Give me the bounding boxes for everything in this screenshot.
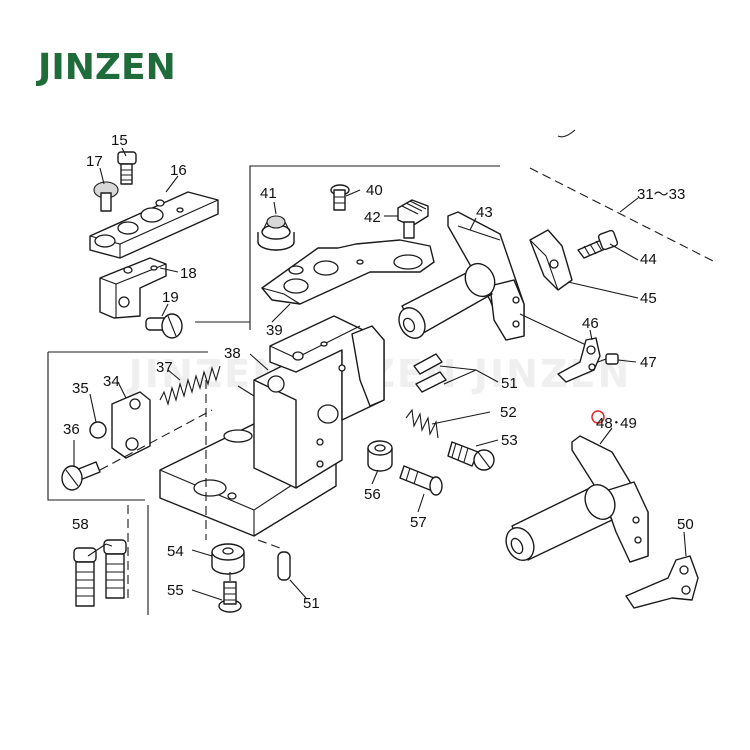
callout-46: 46 <box>582 315 599 332</box>
part-41-cap <box>257 215 295 251</box>
callout-40: 40 <box>366 182 383 199</box>
callout-44: 44 <box>640 251 657 268</box>
part-36-screw <box>61 409 213 491</box>
callout-43: 43 <box>476 204 493 221</box>
part-37-spring <box>159 365 221 406</box>
boundary-lines <box>47 129 716 615</box>
callout-55: 55 <box>167 582 184 599</box>
part-18-bracket <box>99 257 167 319</box>
callout-35: 35 <box>72 380 89 397</box>
callout-15: 15 <box>111 132 128 149</box>
callout-53: 53 <box>501 432 518 449</box>
part-35-pin <box>89 421 107 439</box>
part-42-knob <box>397 199 429 239</box>
part-47-screw <box>597 353 619 365</box>
callout-34: 34 <box>103 373 120 390</box>
part-39-plate <box>261 239 435 305</box>
callout-17: 17 <box>86 153 103 170</box>
callout-47: 47 <box>640 354 657 371</box>
callout-48-49: 48･49 <box>596 415 637 432</box>
callout-58: 58 <box>72 516 89 533</box>
callout-38: 38 <box>224 345 241 362</box>
callout-54: 54 <box>167 543 184 560</box>
brand-logo: JINZEN <box>38 47 176 88</box>
callout-50: 50 <box>677 516 694 533</box>
part-44-screw <box>577 229 619 259</box>
callout-18: 18 <box>180 265 197 282</box>
part-15-screw <box>117 151 137 185</box>
part-34-plate <box>111 391 151 459</box>
callout-51-upper: 51 <box>501 375 518 392</box>
callout-31-33: 31～33 <box>637 186 685 203</box>
part-58-screws <box>73 539 127 607</box>
part-53-screw <box>447 441 495 471</box>
part-45-lever <box>529 229 573 291</box>
part-46-lever <box>557 337 601 383</box>
part-57-screw <box>399 465 443 496</box>
callout-52: 52 <box>500 404 517 421</box>
callout-39: 39 <box>266 322 283 339</box>
callout-56: 56 <box>364 486 381 503</box>
part-55-screw <box>218 572 242 613</box>
part-38-main-body <box>159 315 385 540</box>
callout-57: 57 <box>410 514 427 531</box>
highlight-circle <box>591 410 605 424</box>
callout-36: 36 <box>63 421 80 438</box>
callout-51-lower: 51 <box>303 595 320 612</box>
part-19-screw <box>145 313 183 339</box>
part-51-pins <box>257 353 447 581</box>
part-54-bushing <box>211 543 245 575</box>
callout-41: 41 <box>260 185 277 202</box>
part-52-spring <box>405 408 439 439</box>
part-50-lever <box>625 555 699 609</box>
callout-42: 42 <box>364 209 381 226</box>
callout-labels: 15 16 17 18 19 31～33 34 35 36 37 38 39 4… <box>63 132 694 612</box>
part-48-49-shaft-bracket <box>505 435 649 563</box>
callout-16: 16 <box>170 162 187 179</box>
callout-45: 45 <box>640 290 657 307</box>
part-56-collar <box>367 440 393 472</box>
callout-19: 19 <box>162 289 179 306</box>
part-17-pin <box>93 181 119 212</box>
part-43-shaft-bracket <box>398 211 587 346</box>
part-40-screw <box>330 184 350 211</box>
leader-lines <box>73 147 687 601</box>
part-16-plate <box>89 191 219 259</box>
callout-37: 37 <box>156 359 173 376</box>
